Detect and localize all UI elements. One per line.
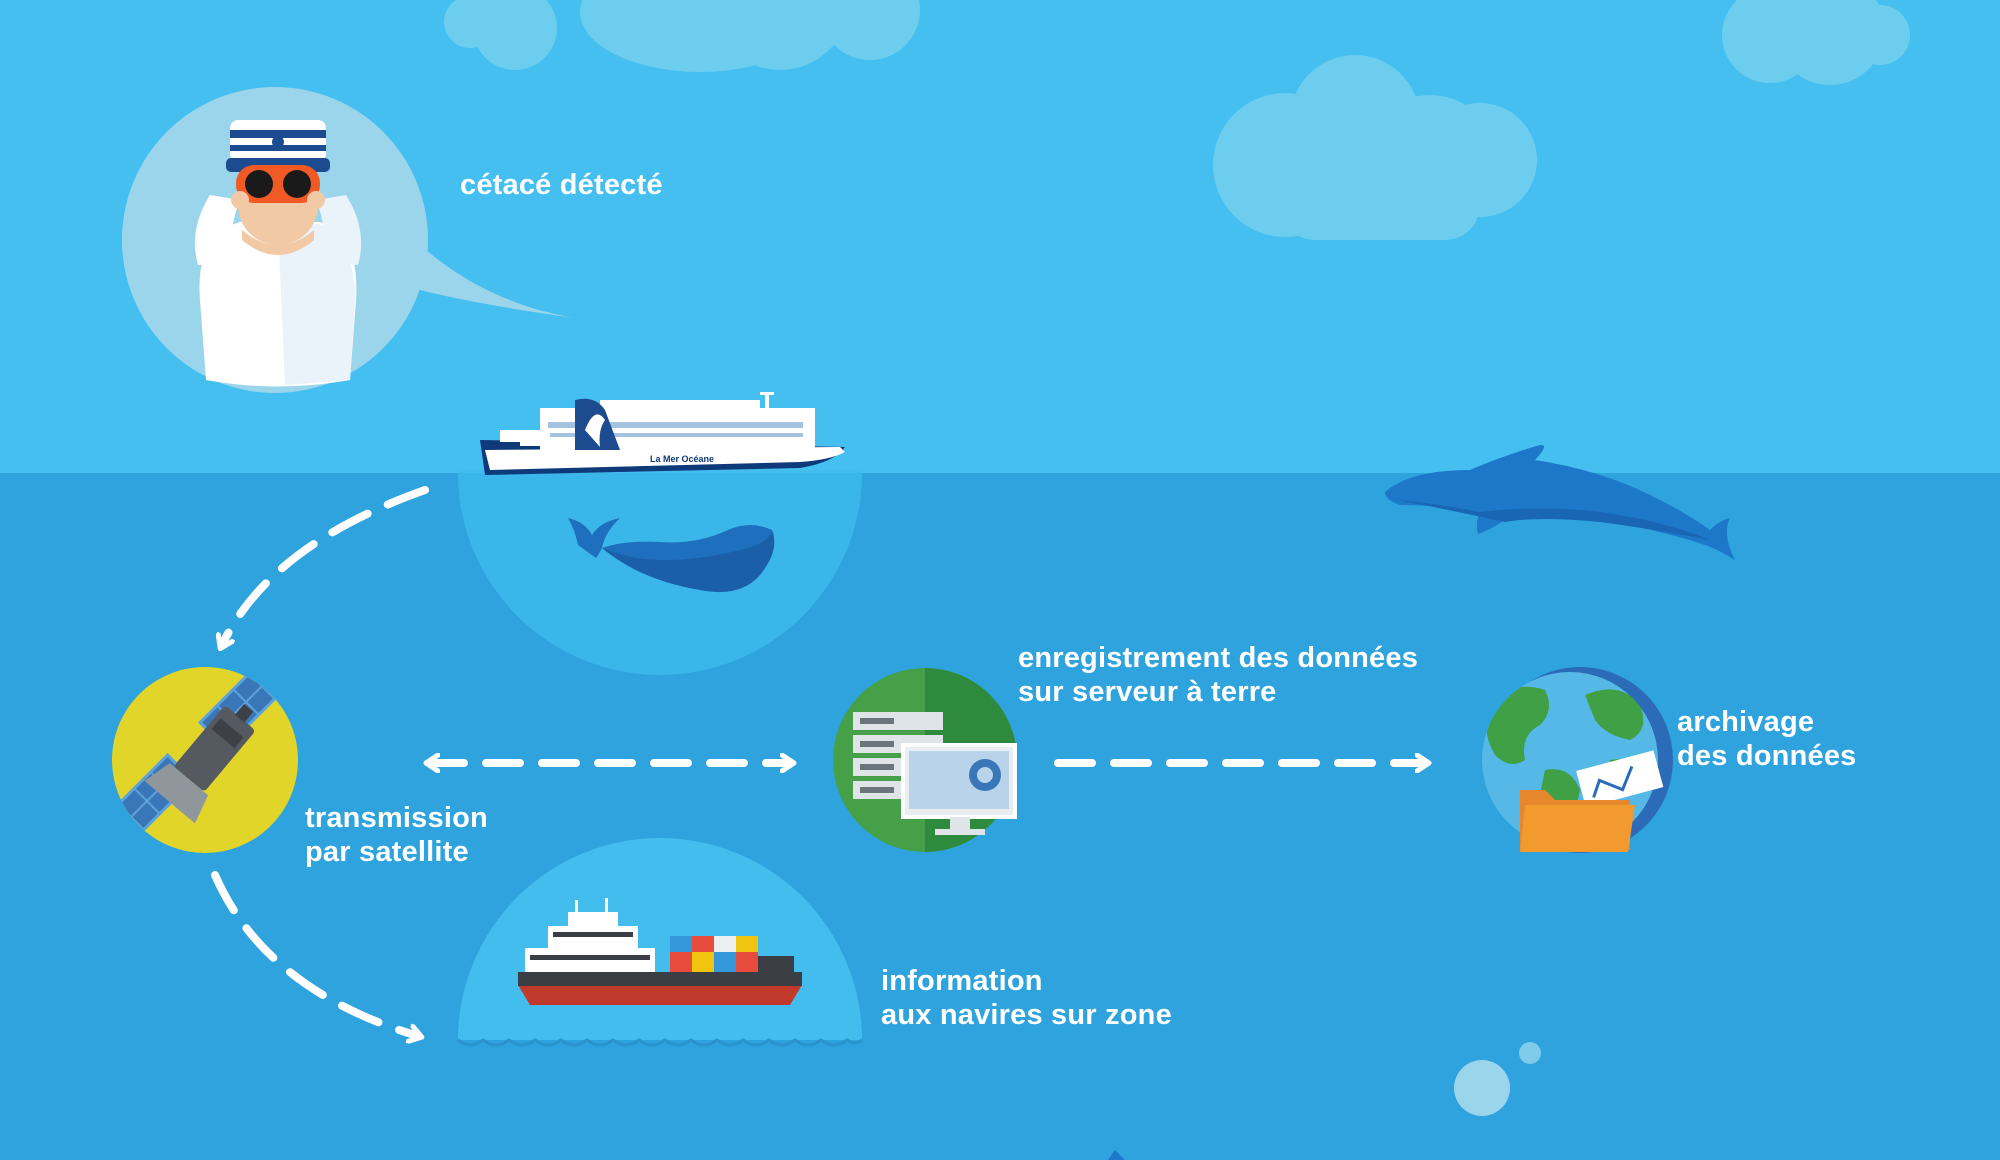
label-satellite-transmission: transmission par satellite xyxy=(305,801,488,869)
cloud-icon xyxy=(1722,0,1910,85)
folder-icon xyxy=(1520,750,1664,852)
label-line: information xyxy=(881,965,1043,997)
label-line: transmission xyxy=(305,802,488,834)
cargo-ship-icon xyxy=(518,898,802,1005)
arrow-satellite-to-ships xyxy=(211,871,418,1036)
lookout-sailor-icon xyxy=(194,120,362,387)
whale-icon xyxy=(568,518,775,593)
cloud-icon xyxy=(444,0,920,72)
dolphin-icon xyxy=(1385,444,1735,560)
label-server-recording: enregistrement des données sur serveur à… xyxy=(1018,641,1418,709)
satellite-icon xyxy=(112,667,298,853)
bubble-icon xyxy=(1454,1060,1510,1116)
label-line: par satellite xyxy=(305,836,469,868)
ferry-icon xyxy=(480,392,845,475)
label-line: enregistrement des données xyxy=(1018,642,1419,674)
label-line: sur serveur à terre xyxy=(1018,676,1277,708)
ferry-name: La Mer Océane xyxy=(650,454,714,464)
bubble-icon xyxy=(1519,1042,1541,1064)
label-ship-information: information aux navires sur zone xyxy=(881,964,1172,1032)
cloud-icon xyxy=(1213,55,1537,240)
arrow-ferry-to-satellite xyxy=(222,486,429,645)
label-cetacean-detected-text: cétacé détecté xyxy=(460,169,663,201)
label-cetacean-detected: cétacé détecté xyxy=(460,168,663,202)
server-computer-icon xyxy=(833,668,1017,852)
label-data-archiving: archivage des données xyxy=(1677,705,1856,773)
label-line: des données xyxy=(1677,740,1857,772)
label-line: archivage xyxy=(1677,706,1815,738)
label-line: aux navires sur zone xyxy=(881,999,1172,1031)
fish-fin xyxy=(1108,1150,1125,1160)
